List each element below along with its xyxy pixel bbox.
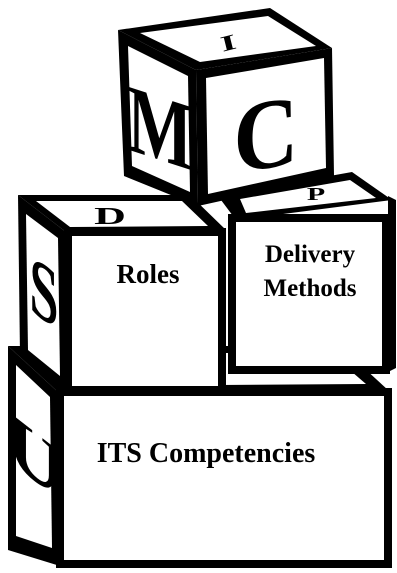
roles-block-top-inner: [36, 201, 208, 227]
delivery-block-top-inner: [240, 180, 376, 213]
letter-m: M: [127, 65, 192, 192]
letter-d: D: [94, 202, 126, 229]
roles-block: D S Roles: [18, 195, 226, 394]
top-block: I M C: [118, 8, 334, 206]
letter-p: P: [307, 185, 325, 205]
methods-label: Methods: [263, 275, 356, 302]
top-block-m-face: [128, 46, 190, 192]
roles-block-side-inner: [26, 214, 60, 376]
delivery-block-front-face: [236, 222, 382, 366]
top-block-top-inner: [140, 16, 316, 62]
bottom-block-front-face: [64, 396, 384, 560]
roles-label: Roles: [117, 259, 180, 289]
top-block-c-face: [206, 58, 326, 194]
delivery-label: Delivery: [265, 241, 356, 268]
letter-s: S: [30, 237, 59, 349]
delivery-methods-block: P Delivery Methods: [218, 172, 396, 374]
letter-c: C: [233, 74, 298, 195]
bottom-block-side-inner: [16, 365, 52, 548]
letter-i: I: [218, 29, 239, 57]
its-competencies-label: ITS Competencies: [97, 438, 316, 469]
roles-block-front-face: [72, 236, 218, 386]
